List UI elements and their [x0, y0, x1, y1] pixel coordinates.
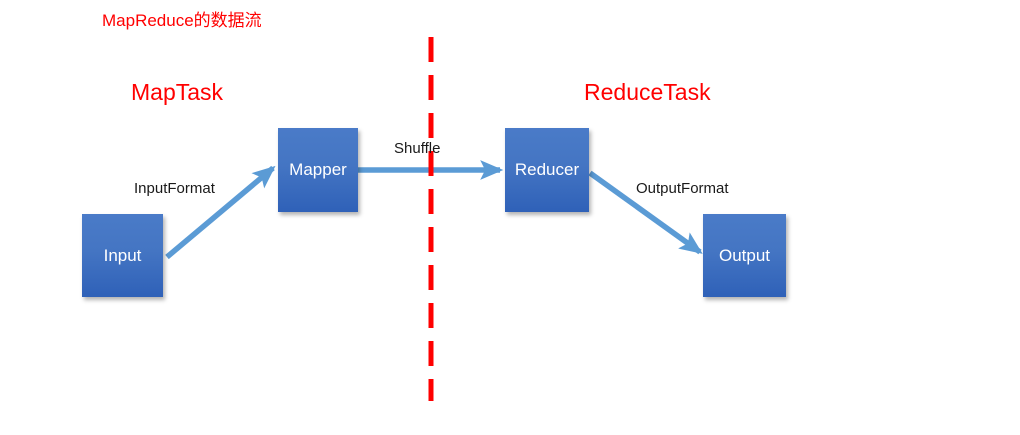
node-output-label: Output: [718, 245, 771, 265]
edge-label-outputformat: OutputFormat: [636, 180, 729, 197]
node-output[interactable]: Output: [703, 214, 786, 297]
page-title: MapReduce的数据流: [102, 11, 262, 30]
edge-label-shuffle: Shuffle: [394, 140, 441, 157]
node-mapper-label: Mapper: [289, 160, 347, 179]
edge-label-inputformat: InputFormat: [134, 180, 215, 197]
phase-label-maptask: MapTask: [131, 79, 224, 105]
node-reducer[interactable]: Reducer: [505, 128, 589, 212]
node-input-label: Input: [103, 245, 142, 265]
node-input[interactable]: Input: [82, 214, 163, 297]
node-mapper[interactable]: Mapper: [278, 128, 358, 212]
node-reducer-label: Reducer: [514, 160, 580, 179]
phase-label-reducetask: ReduceTask: [584, 79, 711, 105]
